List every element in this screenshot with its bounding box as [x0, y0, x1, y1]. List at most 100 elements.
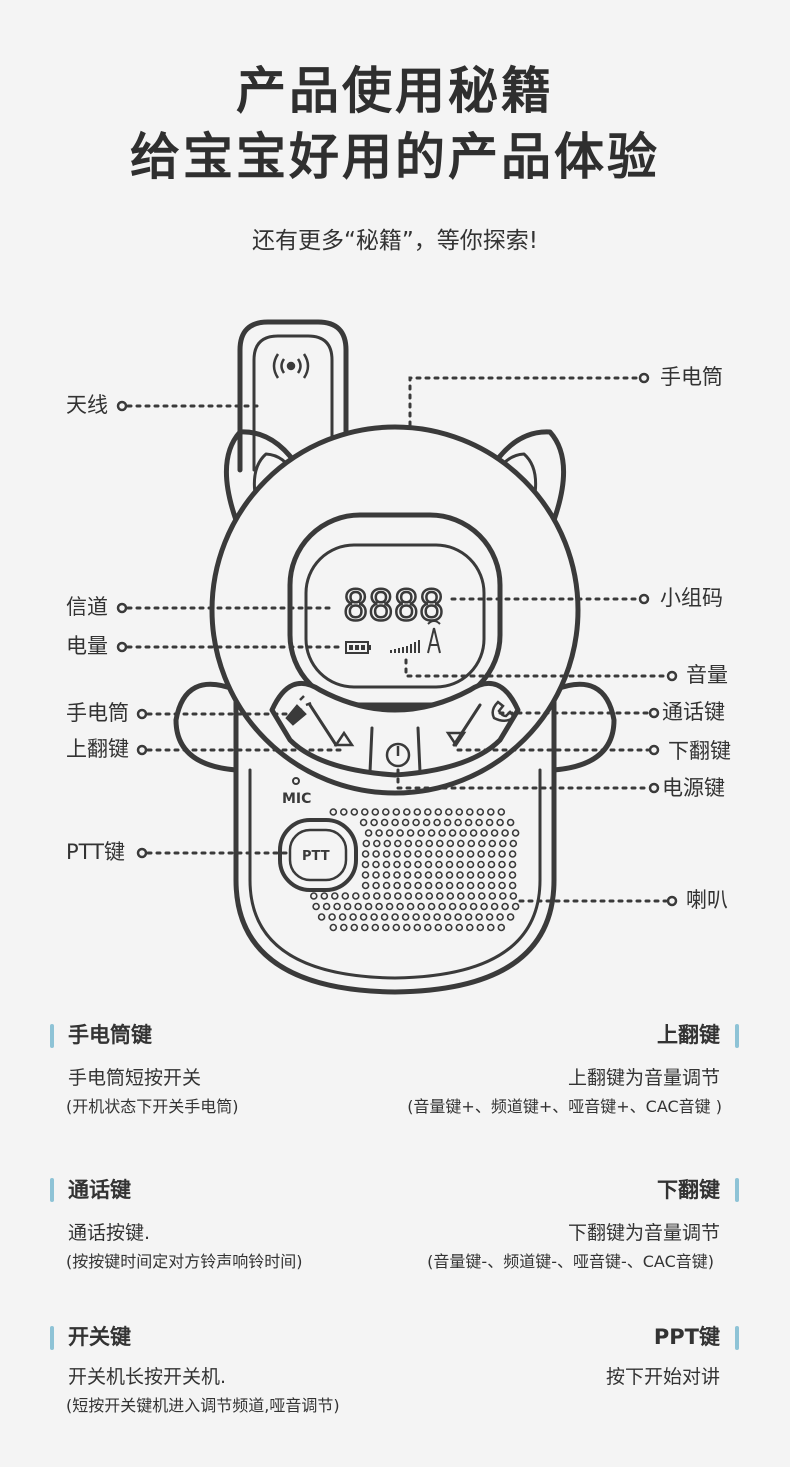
speaker-hole — [444, 808, 453, 816]
speaker-hole — [435, 860, 443, 869]
speaker-hole — [466, 850, 475, 858]
speaker-hole — [433, 913, 441, 921]
speaker-hole — [455, 808, 464, 816]
speaker-hole — [464, 818, 473, 827]
speaker-hole — [477, 871, 485, 879]
label-battery: 电量 — [66, 634, 108, 658]
speaker-hole — [488, 892, 497, 900]
label-up-btn: 上翻键 — [66, 737, 129, 761]
speaker-hole — [402, 808, 411, 816]
section-title-power: 开关键 — [68, 1325, 131, 1349]
speaker-hole — [456, 860, 464, 869]
section-accent-bar — [735, 1024, 739, 1048]
speaker-hole — [333, 902, 341, 911]
speaker-hole — [413, 923, 422, 932]
label-channel: 信道 — [66, 595, 108, 619]
section-note-up: (音量键+、频道键+、哑音键+、CAC音键 ) — [407, 1097, 722, 1116]
speaker-hole — [486, 808, 495, 816]
speaker-hole — [498, 881, 506, 890]
speaker-hole — [446, 839, 455, 848]
speaker-hole — [406, 902, 415, 911]
speaker-hole — [361, 881, 370, 890]
speaker-hole — [423, 808, 432, 816]
speaker-hole — [361, 860, 370, 869]
speaker-hole — [383, 892, 392, 900]
ptt-button-inner — [288, 828, 348, 882]
page-title-line1: 产品使用秘籍 — [236, 62, 554, 120]
speaker-hole — [403, 850, 412, 858]
speaker-hole — [438, 902, 446, 911]
speaker-hole — [381, 808, 390, 816]
speaker-hole — [434, 808, 443, 816]
speaker-hole — [403, 881, 412, 890]
section-note-power: (短按开关键机进入调节频道,哑音调节) — [66, 1396, 340, 1415]
speaker-hole — [480, 902, 488, 911]
speaker-hole — [372, 850, 380, 858]
speaker-hole — [370, 818, 378, 827]
speaker-hole — [362, 839, 371, 848]
speaker-hole — [443, 818, 452, 827]
label-flashlight-top: 手电筒 — [660, 365, 723, 389]
speaker-grille — [309, 808, 520, 932]
speaker-hole — [370, 913, 378, 921]
speaker-hole — [414, 839, 423, 848]
speaker-hole — [509, 892, 518, 900]
speaker-hole — [477, 892, 486, 900]
speaker-hole — [351, 892, 360, 900]
speaker-hole — [485, 818, 494, 827]
section-title-call: 通话键 — [68, 1178, 131, 1202]
speaker-hole — [364, 829, 373, 837]
speaker-hole — [322, 902, 331, 911]
speaker-hole — [371, 808, 380, 816]
speaker-hole — [383, 839, 392, 848]
speaker-hole — [454, 818, 462, 827]
speaker-hole — [350, 923, 359, 932]
speaker-hole — [488, 839, 497, 848]
lcd-screen-inner — [304, 543, 486, 689]
section-accent-bar — [50, 1178, 54, 1202]
speaker-hole — [380, 818, 389, 827]
speaker-hole — [438, 829, 446, 837]
label-antenna: 天线 — [66, 393, 108, 417]
speaker-hole — [361, 871, 370, 879]
speaker-hole — [433, 818, 441, 827]
speaker-hole — [487, 860, 496, 869]
speaker-hole — [445, 850, 454, 858]
speaker-hole — [393, 892, 402, 900]
speaker-hole — [360, 808, 369, 816]
speaker-hole — [422, 913, 431, 921]
section-accent-bar — [50, 1326, 54, 1350]
speaker-hole — [487, 850, 496, 858]
speaker-hole — [459, 902, 467, 911]
speaker-hole — [508, 881, 517, 890]
speaker-hole — [487, 871, 496, 879]
section-accent-bar — [735, 1178, 739, 1202]
speaker-hole — [329, 923, 338, 932]
speaker-hole — [385, 902, 394, 911]
speaker-hole — [338, 913, 347, 921]
speaker-hole — [361, 850, 370, 858]
speaker-hole — [392, 923, 401, 932]
section-accent-bar — [50, 1024, 54, 1048]
speaker-hole — [393, 881, 401, 890]
speaker-hole — [393, 850, 401, 858]
speaker-hole — [404, 839, 413, 848]
speaker-hole — [506, 818, 515, 827]
section-desc-power: 开关机长按开关机. — [68, 1366, 227, 1388]
speaker-hole — [393, 860, 401, 869]
speaker-hole — [404, 892, 413, 900]
speaker-hole — [508, 860, 517, 869]
speaker-hole — [477, 839, 486, 848]
label-flashlight-btn: 手电筒 — [66, 701, 129, 725]
speaker-hole — [456, 892, 465, 900]
speaker-hole — [456, 881, 464, 890]
speaker-hole — [364, 902, 373, 911]
speaker-hole — [371, 923, 380, 932]
leader-flashlight-top — [408, 376, 640, 427]
speaker-hole — [328, 913, 336, 921]
speaker-hole — [501, 829, 509, 837]
speaker-hole — [466, 881, 475, 890]
speaker-hole — [456, 850, 464, 858]
speaker-hole — [459, 829, 467, 837]
speaker-hole — [496, 818, 504, 827]
